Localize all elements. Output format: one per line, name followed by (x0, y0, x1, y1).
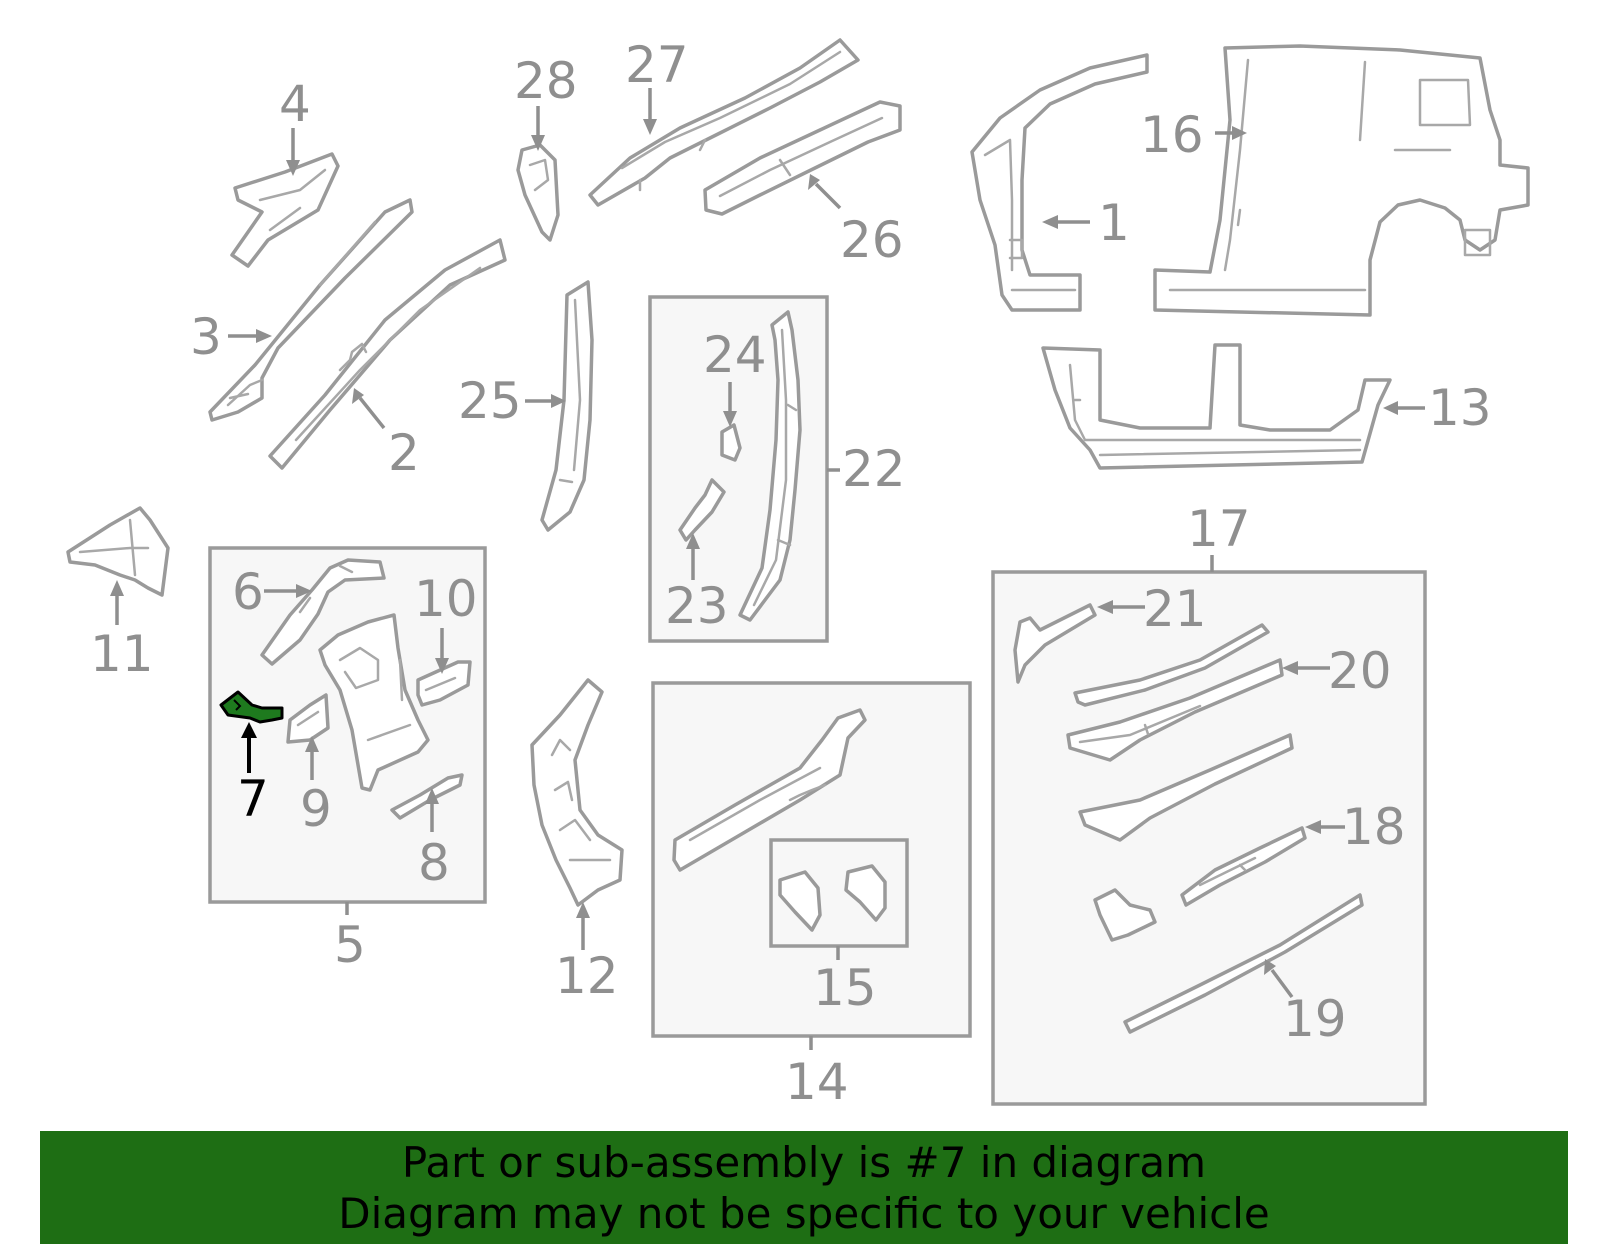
part-18[interactable] (1180, 826, 1307, 907)
part-7[interactable] (219, 690, 284, 724)
callout-14[interactable]: 14 (785, 1053, 849, 1111)
callout-2[interactable]: 2 (388, 424, 420, 482)
arrow-4 (286, 128, 300, 176)
part-13[interactable] (1041, 343, 1392, 470)
part-21[interactable] (1013, 603, 1097, 684)
arrow-13 (1383, 401, 1425, 415)
banner-line-1: Part or sub-assembly is #7 in diagram (401, 1137, 1207, 1187)
callout-1[interactable]: 1 (1098, 194, 1130, 252)
arrow-26 (808, 174, 842, 210)
callout-8[interactable]: 8 (418, 834, 450, 892)
callout-20[interactable]: 20 (1328, 642, 1392, 700)
banner-line-2: Diagram may not be specific to your vehi… (338, 1188, 1270, 1238)
part-12[interactable] (530, 678, 624, 907)
callout-27[interactable]: 27 (625, 36, 689, 94)
part-22[interactable] (738, 310, 802, 622)
callout-10[interactable]: 10 (414, 570, 478, 628)
part-11[interactable] (66, 506, 170, 597)
arrow-28 (531, 106, 545, 151)
part-17-lower-strip[interactable] (1078, 733, 1294, 842)
arrow-20 (1282, 661, 1330, 675)
callout-19[interactable]: 19 (1283, 990, 1347, 1048)
arrow-3 (228, 329, 272, 343)
part-19[interactable] (1123, 893, 1364, 1034)
arrow-9 (305, 736, 319, 780)
part-1[interactable] (970, 53, 1149, 312)
arrow-1 (1042, 215, 1090, 229)
arrow-8 (425, 788, 439, 832)
part-25[interactable] (540, 280, 594, 532)
part-10[interactable] (416, 660, 472, 707)
part-20[interactable] (1066, 658, 1284, 762)
callout-6[interactable]: 6 (232, 563, 264, 621)
part-15[interactable] (778, 864, 887, 932)
callout-15[interactable]: 15 (813, 959, 877, 1017)
arrow-16 (1215, 126, 1247, 140)
part-3[interactable] (208, 198, 414, 422)
arrow-6 (264, 584, 312, 598)
part-28[interactable] (516, 143, 560, 242)
arrow-19 (1264, 959, 1294, 999)
arrow-27 (643, 88, 657, 135)
callout-4[interactable]: 4 (279, 75, 311, 133)
callout-5[interactable]: 5 (334, 916, 366, 974)
arrow-11 (110, 580, 124, 625)
arrow-23 (686, 533, 700, 580)
arrow-24 (723, 382, 737, 427)
part-16[interactable] (1153, 44, 1530, 317)
callout-23[interactable]: 23 (665, 577, 729, 635)
part-9[interactable] (286, 693, 330, 744)
callout-17[interactable]: 17 (1187, 500, 1251, 558)
part-24[interactable] (720, 423, 742, 462)
part-6[interactable] (260, 558, 386, 666)
group-box-5 (208, 546, 487, 904)
part-5-inner-pillar[interactable] (318, 613, 430, 792)
arrow-25 (525, 394, 566, 408)
part-8[interactable] (390, 773, 464, 820)
part-2[interactable] (268, 238, 507, 470)
part-26[interactable] (703, 100, 902, 216)
callout-25[interactable]: 25 (458, 372, 522, 430)
callout-12[interactable]: 12 (555, 947, 619, 1005)
callout-13[interactable]: 13 (1428, 379, 1492, 437)
callout-11[interactable]: 11 (90, 625, 154, 683)
part-23[interactable] (678, 478, 726, 542)
info-banner: Part or sub-assembly is #7 in diagram Di… (40, 1131, 1568, 1244)
part-14[interactable] (672, 708, 867, 872)
callout-3[interactable]: 3 (190, 308, 222, 366)
callout-9[interactable]: 9 (300, 780, 332, 838)
arrow-7 (241, 722, 257, 773)
arrow-21 (1097, 600, 1145, 614)
arrow-2 (352, 388, 386, 430)
callout-26[interactable]: 26 (840, 211, 904, 269)
arrow-18 (1305, 820, 1345, 834)
callout-16[interactable]: 16 (1140, 106, 1204, 164)
part-17-bracket[interactable] (1093, 888, 1157, 942)
callout-18[interactable]: 18 (1342, 798, 1406, 856)
arrow-12 (576, 902, 590, 950)
arrow-10 (435, 628, 449, 674)
part-4[interactable] (230, 152, 340, 268)
callout-22[interactable]: 22 (842, 440, 906, 498)
part-17-upper-strip[interactable] (1073, 623, 1270, 707)
callout-7[interactable]: 7 (237, 770, 269, 828)
callout-24[interactable]: 24 (703, 326, 767, 384)
part-27[interactable] (588, 38, 860, 207)
callout-28[interactable]: 28 (514, 52, 578, 110)
parts-diagram: 1 2 3 4 5 6 7 8 9 10 11 12 13 14 15 16 1… (66, 36, 1530, 1111)
callout-21[interactable]: 21 (1143, 580, 1207, 638)
